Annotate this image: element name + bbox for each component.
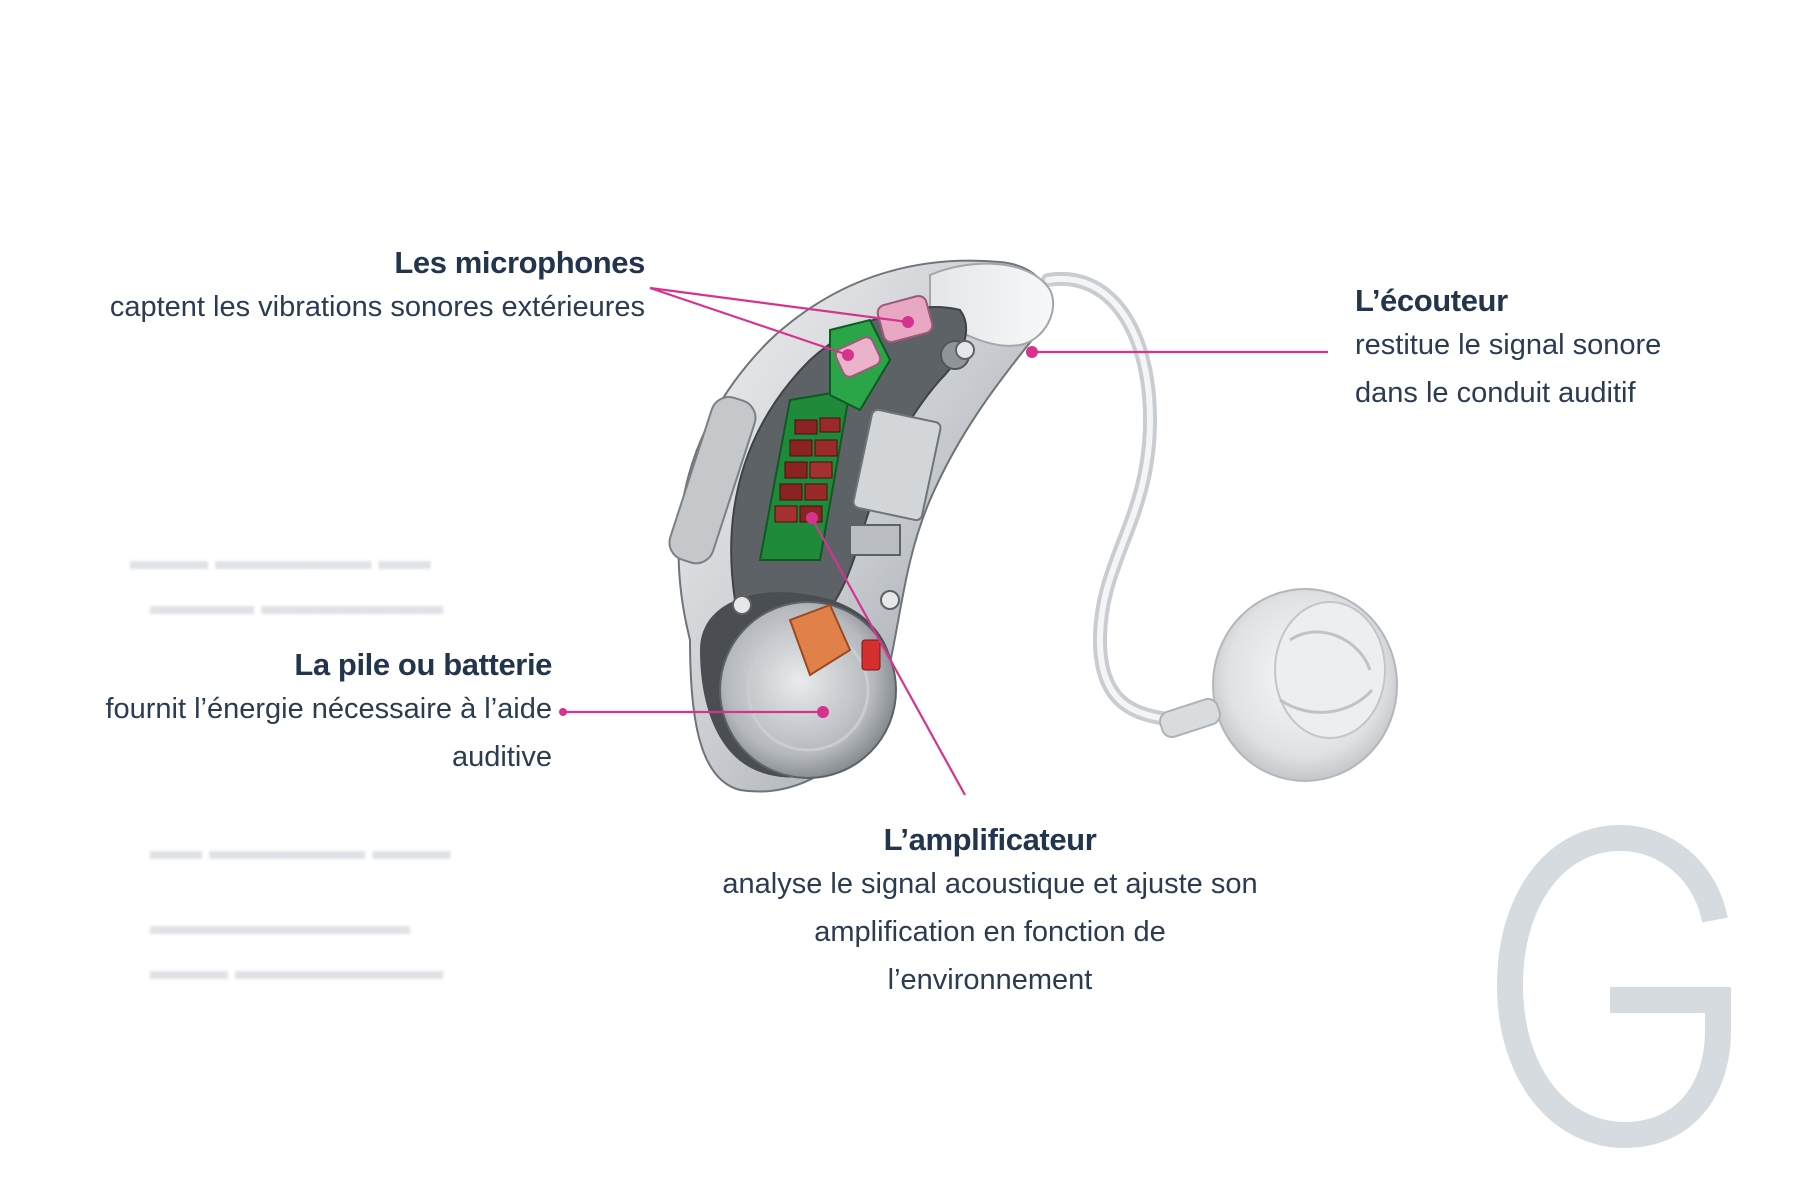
ghost-text: ▬▬▬ ▬▬▬▬▬▬▬▬ xyxy=(150,955,444,985)
label-ecouteur: L’écouteur restitue le signal sonore dan… xyxy=(1355,281,1775,417)
leader-dots xyxy=(559,316,1038,718)
label-amplificateur-title: L’amplificateur xyxy=(883,822,1097,857)
label-pile-desc-line: auditive xyxy=(452,741,552,773)
leader-line-amplificateur xyxy=(811,517,966,796)
receiver-block xyxy=(849,408,942,556)
letter-g-logo-icon xyxy=(1496,824,1731,1149)
label-pile: La pile ou batterie fournit l’énergie né… xyxy=(60,645,552,781)
label-amplificateur-desc-line: amplification en fonction de xyxy=(814,916,1166,948)
circuit-chips xyxy=(774,417,841,523)
tube xyxy=(1041,271,1197,727)
label-ecouteur-desc-line: restitue le signal sonore xyxy=(1355,329,1662,361)
label-microphones: Les microphones captent les vibrations s… xyxy=(60,243,646,331)
leader-lines xyxy=(563,286,1328,796)
label-microphones-title: Les microphones xyxy=(394,245,645,280)
label-amplificateur-desc-line: analyse le signal acoustique et ajuste s… xyxy=(722,868,1258,900)
battery-component xyxy=(700,592,897,779)
label-amplificateur-desc-line: l’environnement xyxy=(887,964,1093,996)
label-ecouteur-title: L’écouteur xyxy=(1355,283,1508,318)
label-microphones-desc-line: captent les vibrations sonores extérieur… xyxy=(109,291,645,323)
leader-line-microphones-2 xyxy=(649,286,849,357)
label-pile-title: La pile ou batterie xyxy=(294,647,552,682)
ghost-text: ▬▬▬ ▬▬▬▬▬▬ ▬▬ xyxy=(130,545,431,575)
label-ecouteur-desc-line: dans le conduit auditif xyxy=(1355,377,1636,409)
ghost-text: ▬▬ ▬▬▬▬▬▬ ▬▬▬ xyxy=(150,835,451,865)
label-amplificateur: L’amplificateur analyse le signal acoust… xyxy=(690,820,1290,1004)
ear-dome xyxy=(1159,588,1398,782)
ghost-text: ▬▬▬▬ ▬▬▬▬▬▬▬ xyxy=(150,590,444,620)
ghost-text: ▬▬▬▬▬▬▬▬▬▬ xyxy=(150,910,410,940)
screws xyxy=(732,340,975,615)
leader-line-microphones-1 xyxy=(649,286,909,324)
label-pile-desc-line: fournit l’énergie nécessaire à l’aide xyxy=(105,693,552,725)
